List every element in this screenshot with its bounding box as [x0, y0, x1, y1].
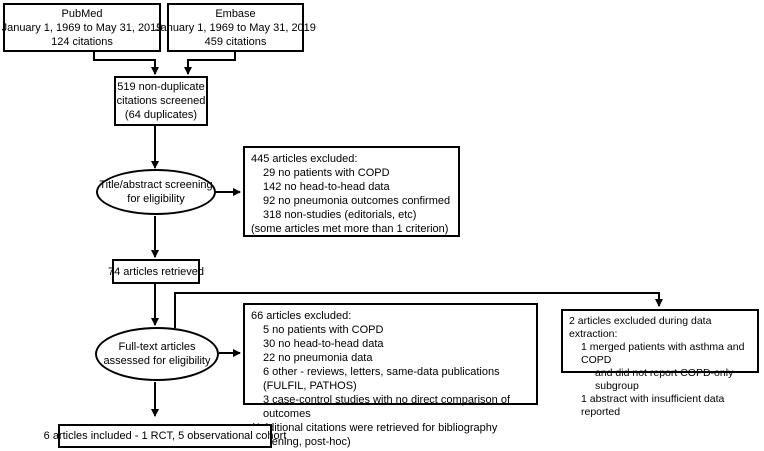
excluded1-item: 92 no pneumonia outcomes confirmed	[263, 195, 451, 207]
arrow-embase-to-screened	[184, 52, 236, 75]
excluded2-item: 22 no pneumonia data	[263, 352, 373, 364]
embase-title: Embase	[215, 7, 256, 20]
title-screen-line2: for eligibility	[127, 193, 185, 205]
arrow-pubmed-to-screened	[93, 52, 159, 75]
extraction-head: 2 articles excluded during data extracti…	[569, 315, 712, 340]
fulltext-line1: Full-text articles	[118, 341, 196, 353]
screened-box: 519 non-duplicate citations screened (64…	[114, 76, 208, 126]
embase-range: January 1, 1969 to May 31, 2019	[155, 21, 316, 34]
screened-line2: citations screened	[116, 95, 206, 107]
excluded-box-2: 66 articles excluded: 5 no patients with…	[243, 303, 538, 448]
extraction-item: 1 abstract with insufficient data report…	[581, 393, 725, 418]
extraction-box: 2 articles excluded during data extracti…	[561, 309, 759, 418]
excluded1-item: 142 no head-to-head data	[263, 181, 390, 193]
embase-count: 459 citations	[204, 35, 267, 48]
included-box: 6 articles included - 1 RCT, 5 observati…	[44, 424, 286, 448]
embase-box: Embase January 1, 1969 to May 31, 2019 4…	[155, 3, 316, 52]
excluded1-head: 445 articles excluded:	[251, 153, 358, 165]
title-screen-line1: Title/abstract screening	[99, 179, 213, 191]
excluded1-note: (some articles met more than 1 criterion…	[251, 223, 449, 235]
pubmed-box: PubMed January 1, 1969 to May 31, 2019 1…	[1, 3, 163, 52]
extraction-item: 1 merged patients with asthma and COPD	[581, 341, 745, 366]
excluded1-item: 318 non-studies (editorials, etc)	[263, 209, 417, 221]
pubmed-range: January 1, 1969 to May 31, 2019	[1, 21, 163, 34]
retrieved-box: 74 articles retrieved	[108, 259, 204, 284]
excluded1-item: 29 no patients with COPD	[263, 167, 390, 179]
screened-line3: (64 duplicates)	[124, 109, 198, 121]
title-screening-oval: Title/abstract screening for eligibility	[96, 169, 216, 215]
fulltext-line2: assessed for eligibility	[103, 355, 211, 367]
retrieved-label: 74 articles retrieved	[108, 265, 204, 278]
arrow-fulltext-to-extraction	[174, 292, 663, 328]
excluded2-item: 6 other - reviews, letters, same-data pu…	[263, 366, 500, 392]
extraction-item-continued: and did not report COPD-only subgroup	[595, 367, 734, 392]
excluded2-note: (Additional citations were retrieved for…	[251, 422, 498, 448]
excluded2-item: 30 no head-to-head data	[263, 338, 384, 350]
screened-line1: 519 non-duplicate	[117, 81, 205, 93]
pubmed-title: PubMed	[61, 7, 103, 20]
pubmed-count: 124 citations	[51, 35, 113, 48]
excluded2-head: 66 articles excluded:	[251, 310, 352, 322]
excluded-box-1: 445 articles excluded: 29 no patients wi…	[243, 146, 460, 237]
excluded2-item: 3 case-control studies with no direct co…	[263, 394, 511, 420]
fulltext-oval: Full-text articles assessed for eligibil…	[95, 327, 219, 381]
excluded2-item: 5 no patients with COPD	[263, 324, 384, 336]
included-label: 6 articles included - 1 RCT, 5 observati…	[43, 430, 287, 442]
